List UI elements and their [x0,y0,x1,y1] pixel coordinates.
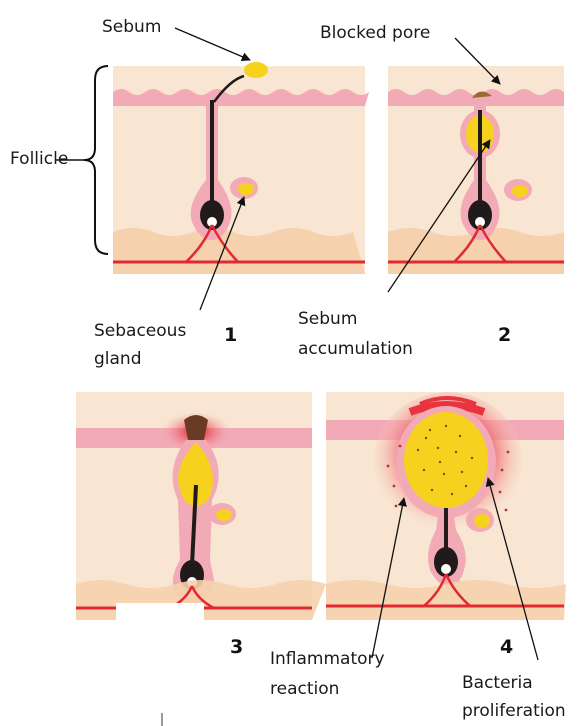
label-bacteria-line1: Bacteria [462,670,533,696]
stage-number-3: 3 [230,636,243,658]
panel-stage-4 [326,392,566,620]
label-sebum: Sebum [102,14,161,40]
label-follicle: Follicle [10,146,68,172]
label-blocked-pore: Blocked pore [320,20,430,46]
label-sebaceous-gland-line1: Sebaceous [94,318,186,344]
stage-number-2: 2 [498,324,511,346]
label-bacteria-line2: proliferation [462,698,566,724]
panel-stage-2 [388,66,564,274]
follicle-brace [84,66,108,254]
stage-number-1: 1 [224,324,237,346]
panel-stage-1 [113,62,369,274]
label-inflammatory-line1: Inflammatory [270,646,385,672]
label-inflammatory-line2: reaction [270,676,339,702]
label-sebum-accumulation-line1: Sebum [298,306,357,332]
label-sebaceous-gland-line2: gland [94,346,142,372]
stage-number-4: 4 [500,636,513,658]
panel-stage-3 [76,392,326,623]
label-sebum-accumulation-line2: accumulation [298,336,413,362]
sebum-arrow [175,28,250,60]
